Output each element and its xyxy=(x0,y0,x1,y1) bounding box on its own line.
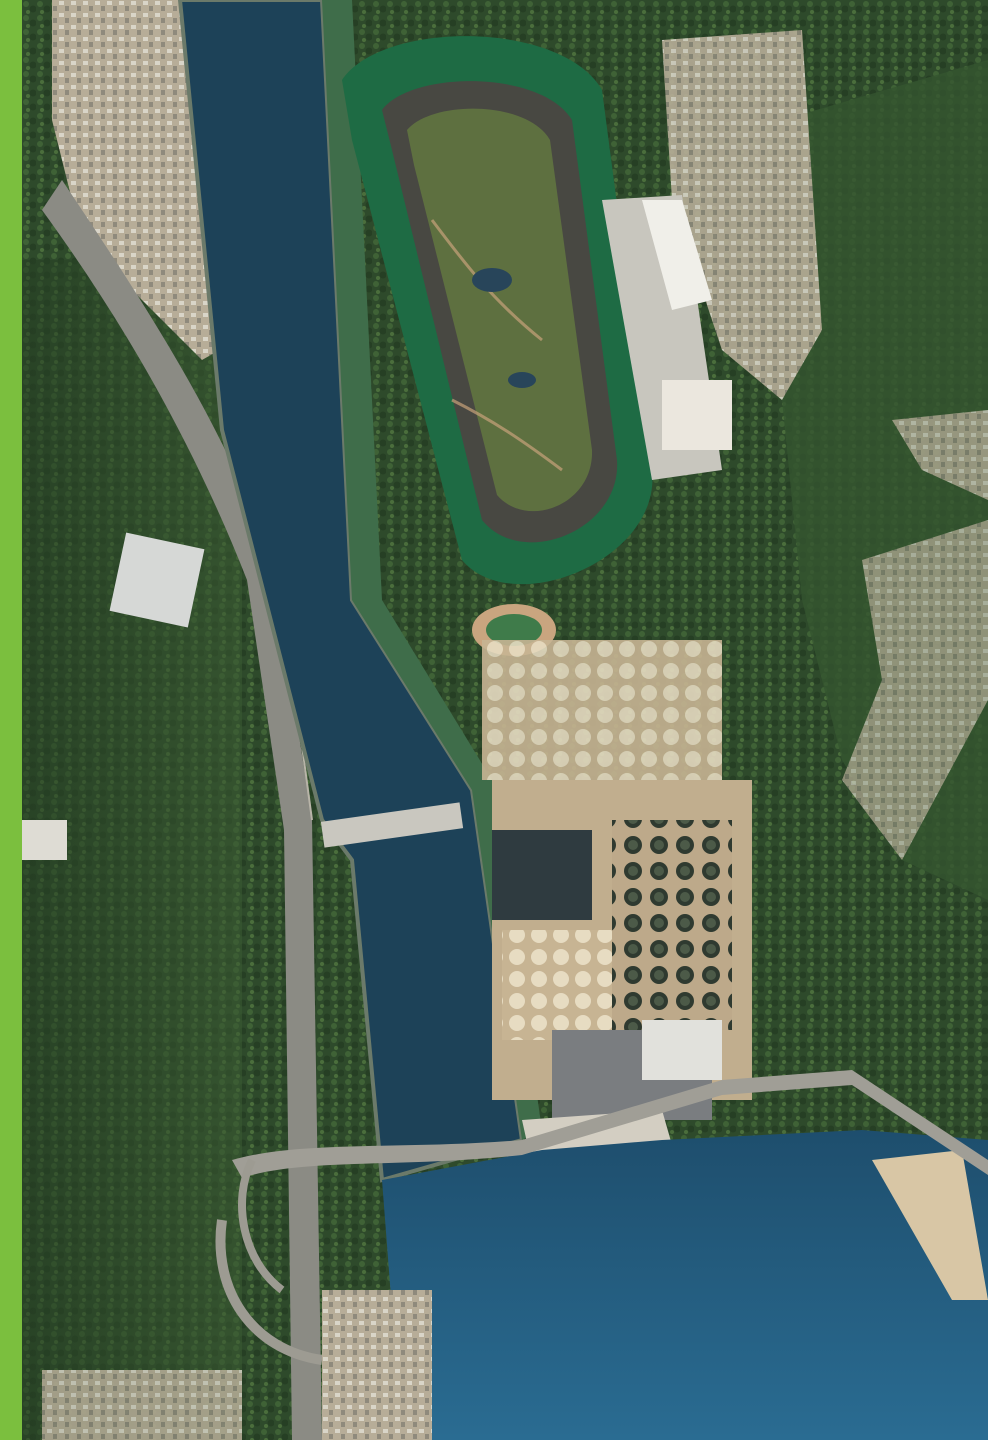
aerial-photo xyxy=(22,0,988,1440)
hilltop-housing xyxy=(892,410,988,500)
hillside-building xyxy=(109,532,205,628)
river-east-bank xyxy=(322,0,542,1140)
bridge-upper xyxy=(320,802,464,848)
aerial-photo-svg xyxy=(22,0,988,1440)
harbour-water xyxy=(382,1130,988,1440)
stables xyxy=(482,640,722,780)
expressway xyxy=(42,180,322,1440)
interchange-ramp xyxy=(215,1219,323,1365)
hillside-villas xyxy=(842,520,988,860)
south-towers xyxy=(322,1290,432,1440)
southwest-towers xyxy=(42,1370,242,1440)
bridge-lower xyxy=(232,1070,988,1178)
west-building xyxy=(22,820,67,860)
racecourse xyxy=(342,36,653,585)
treatment-works xyxy=(492,780,752,1120)
accent-bar xyxy=(0,0,22,1440)
residential-towers xyxy=(662,30,822,400)
reclamation xyxy=(872,1150,988,1300)
grandstand xyxy=(602,195,732,480)
